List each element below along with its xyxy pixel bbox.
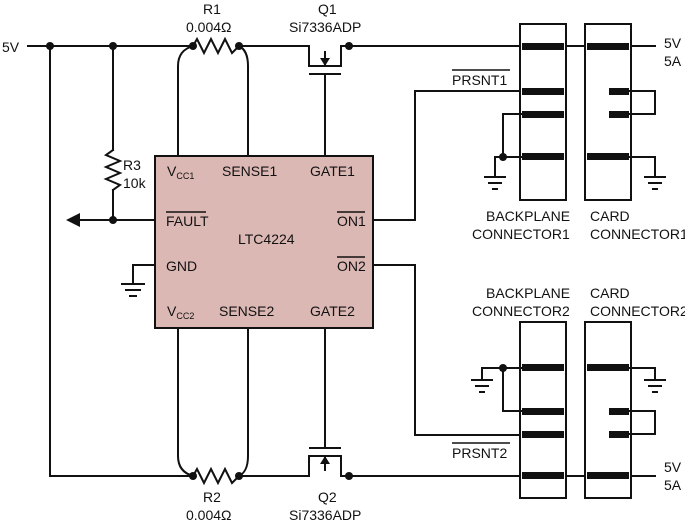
node-bp2-gnd (499, 364, 507, 372)
ltc4224-ic (154, 155, 374, 329)
r2-ref: R2 (203, 489, 221, 505)
bp2-short-pin-loop (502, 367, 531, 412)
sense1-kelvin (237, 44, 249, 157)
pin-gnd: GND (166, 258, 197, 274)
backplane2-line1: BACKPLANE (486, 285, 570, 301)
node-q1-out (345, 42, 353, 50)
ic-part-label: LTC4224 (238, 231, 295, 247)
ground-symbol-bp2 (471, 379, 493, 393)
r3-ref: R3 (123, 157, 141, 173)
prsnt1-label: PRSNT1 (452, 72, 507, 88)
on1-wire (372, 90, 531, 221)
pin-gate2: GATE2 (310, 303, 355, 319)
out2-voltage: 5V (664, 459, 682, 475)
card1-gnd-wire (628, 156, 656, 178)
q2-part: Si7336ADP (289, 507, 361, 523)
vcc2-kelvin (177, 327, 195, 478)
q1-part: Si7336ADP (289, 19, 361, 35)
pin-sense2: SENSE2 (219, 303, 274, 319)
bp1-short-pin-loop (502, 113, 531, 158)
r1-value: 0.004Ω (186, 19, 232, 35)
backplane2-line2: CONNECTOR2 (472, 303, 570, 319)
q2-mosfet (299, 327, 350, 477)
r3-value: 10k (123, 175, 147, 191)
pin-on2: ON2 (337, 258, 366, 274)
q1-mosfet (299, 45, 350, 157)
out1-voltage: 5V (664, 35, 682, 51)
card2-line1: CARD (590, 285, 630, 301)
ground-symbol-bp1 (484, 176, 506, 190)
r1-ref: R1 (203, 1, 221, 17)
pin-on1: ON1 (337, 213, 366, 229)
sense2-kelvin (237, 327, 249, 478)
card2-loopback (628, 410, 656, 435)
out2-current: 5A (664, 477, 682, 493)
card-connector-2 (584, 321, 632, 499)
q2-ref: Q2 (318, 489, 337, 505)
prsnt2-label: PRSNT2 (452, 445, 507, 461)
ground-symbol-card1 (644, 176, 666, 190)
r2-value: 0.004Ω (186, 507, 232, 523)
backplane1-line1: BACKPLANE (486, 208, 570, 224)
q1-ref: Q1 (318, 1, 337, 17)
r1-resistor (191, 36, 241, 56)
vcc1-kelvin (177, 44, 195, 157)
card-connector-1 (584, 23, 632, 201)
node-bp1-gnd (499, 153, 507, 161)
card1-loopback (628, 90, 656, 115)
backplane-connector-1 (519, 23, 567, 201)
node-supply-left (46, 42, 54, 50)
on2-wire (372, 264, 531, 436)
card2-gnd-wire (628, 367, 656, 381)
card1-line2: CONNECTOR1 (590, 226, 685, 242)
backplane1-line2: CONNECTOR1 (472, 226, 570, 242)
fault-arrow (66, 213, 80, 227)
r2-resistor (191, 466, 241, 486)
pin-gate1: GATE1 (310, 163, 355, 179)
out1-current: 5A (664, 53, 682, 69)
gnd-wire (132, 264, 156, 285)
pin-vcc2: VCC2 (167, 303, 194, 321)
pin-vcc1: VCC1 (167, 163, 194, 181)
supply-label: 5V (2, 39, 20, 55)
ground-symbol-ic (121, 283, 145, 297)
r3-resistor (103, 148, 123, 192)
pin-sense1: SENSE1 (222, 163, 277, 179)
ground-symbol-card2 (644, 379, 666, 393)
pin-fault: FAULT (166, 213, 209, 229)
card1-line1: CARD (590, 208, 630, 224)
node-q2-out (345, 472, 353, 480)
node-fault (109, 216, 117, 224)
card2-line2: CONNECTOR2 (590, 303, 685, 319)
